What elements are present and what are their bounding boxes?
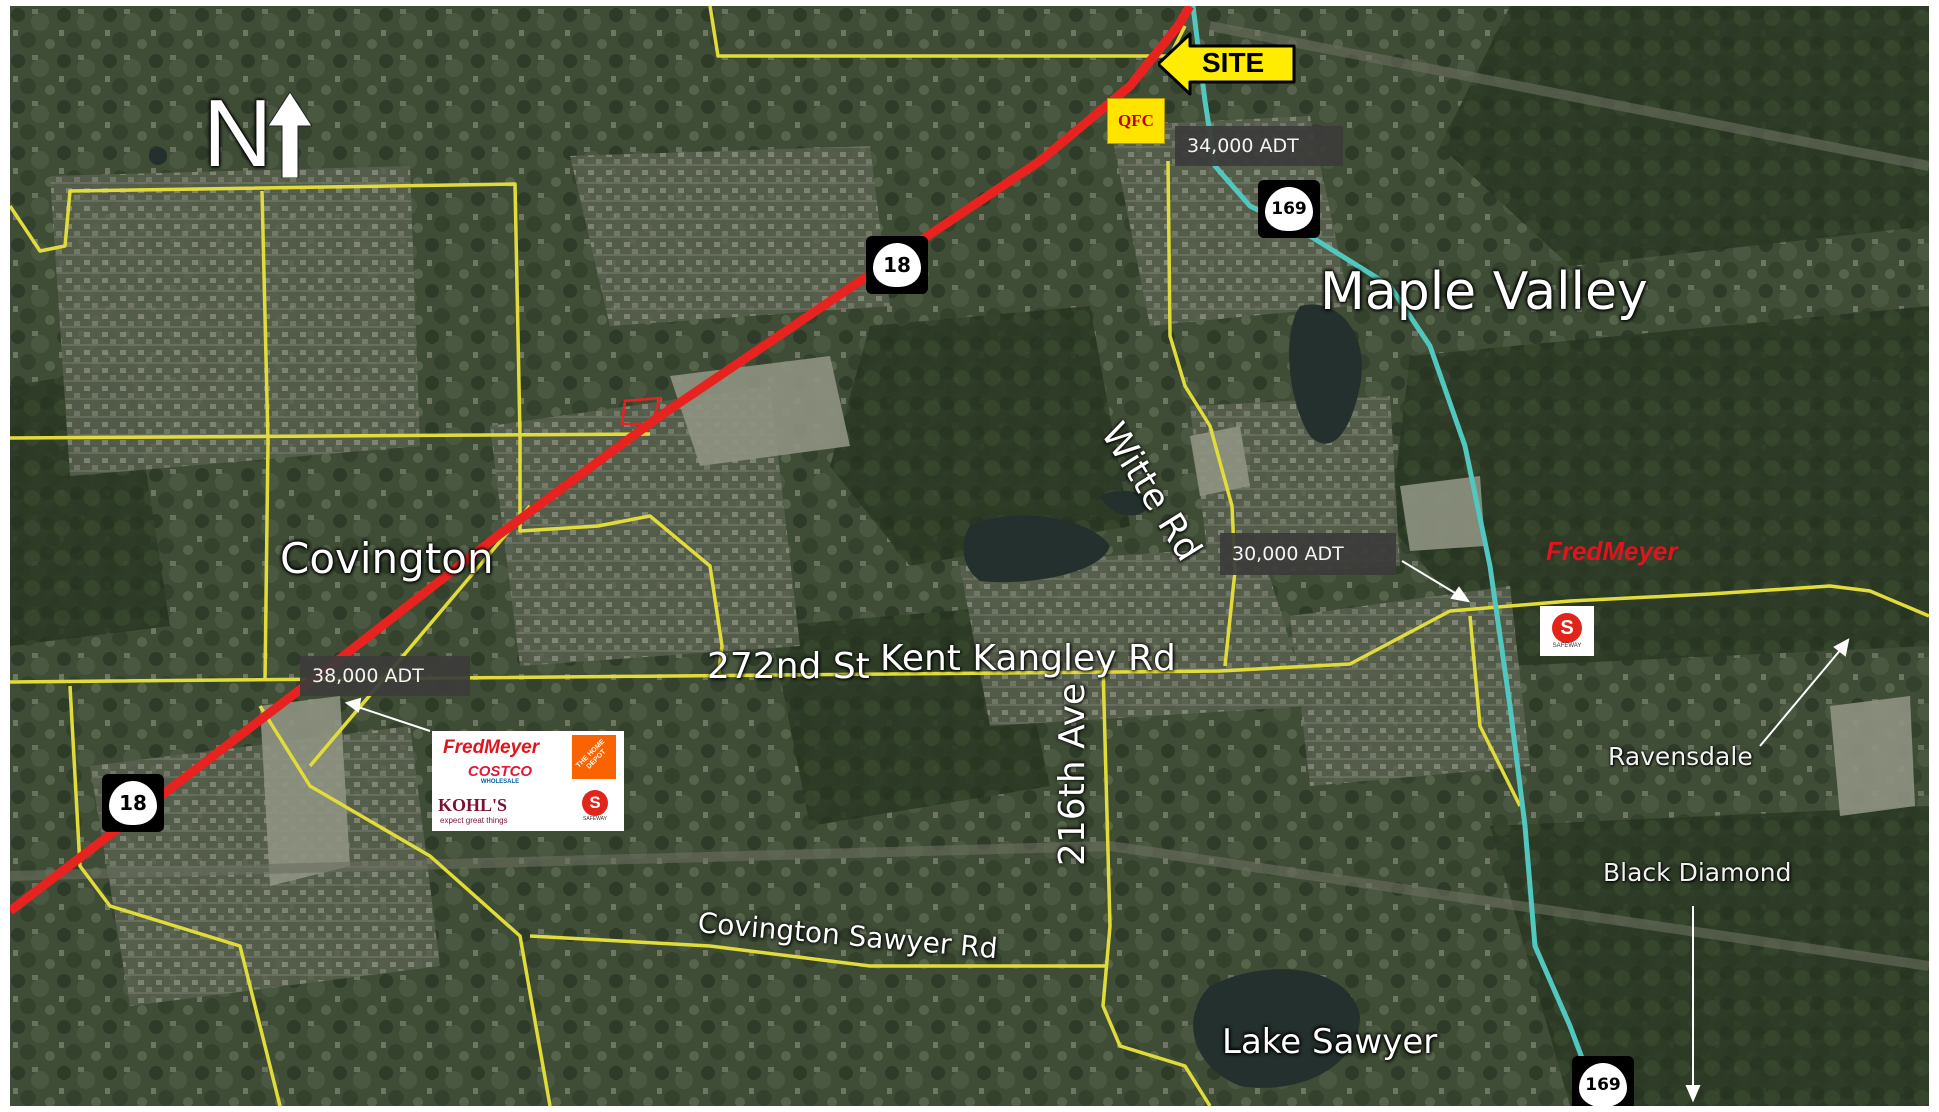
- traffic-count-30000: 30,000 ADT: [1220, 533, 1396, 575]
- safeway-logo-east: S SAFEWAY: [1540, 606, 1594, 656]
- costco-sub-label: WHOLESALE: [480, 779, 520, 785]
- north-label: N: [203, 80, 273, 187]
- site-arrow-icon: [1158, 32, 1296, 96]
- safeway-west-label: SAFEWAY: [583, 816, 607, 822]
- sr169-shield-bottom: 169: [1572, 1056, 1634, 1106]
- pointer-arrows: [344, 560, 1850, 1103]
- road-216th-ave: 216th Ave: [1052, 682, 1093, 866]
- aerial-map: N SITE QFC 34,000 ADT 30,000 ADT 38,000 …: [10, 6, 1929, 1106]
- fredmeyer-east-label: FredMeyer: [1546, 536, 1678, 566]
- sr169-shield-top-number: 169: [1265, 187, 1313, 231]
- fredmeyer-label: FredMeyer: [443, 737, 540, 758]
- qfc-label: QFC: [1118, 111, 1154, 130]
- north-arrow-icon: [268, 92, 312, 178]
- home-depot-logo: THE HOME DEPOT: [572, 735, 616, 779]
- costco-logo: COSTCO WHOLESALE: [458, 763, 542, 785]
- sr18-shield-bottom: 18: [102, 774, 164, 832]
- sr18-shield-top: 18: [866, 236, 928, 294]
- map-base: [10, 6, 1929, 1106]
- place-covington: Covington: [280, 534, 494, 583]
- place-maple-valley: Maple Valley: [1320, 262, 1648, 322]
- traffic-count-38000: 38,000 ADT: [300, 656, 470, 696]
- corridors: [10, 21, 1929, 971]
- local-roads: [10, 6, 1929, 1106]
- traffic-count-34000: 34,000 ADT: [1175, 126, 1343, 166]
- sr169-shield-bottom-number: 169: [1579, 1063, 1627, 1106]
- site-label: SITE: [1202, 47, 1265, 78]
- kohls-sub-label: expect great things: [440, 816, 508, 825]
- kohls-label: KOHL'S: [438, 795, 508, 815]
- home-depot-label: THE HOME DEPOT: [575, 738, 608, 771]
- sr169-shield-top: 169: [1258, 180, 1320, 238]
- road-272nd-st: 272nd St: [707, 646, 870, 687]
- safeway-east-s-icon: S: [1552, 613, 1582, 643]
- retailers-box: FredMeyer COSTCO WHOLESALE KOHL'S expect…: [432, 731, 624, 831]
- costco-label: COSTCO: [467, 763, 533, 780]
- site-marker: SITE: [1158, 32, 1298, 96]
- safeway-logo-west: S SAFEWAY: [575, 785, 615, 827]
- highway-18-line: [10, 6, 1194, 915]
- sr18-shield-top-number: 18: [873, 243, 921, 287]
- safeway-west-s-icon: S: [582, 790, 608, 816]
- place-ravensdale: Ravensdale: [1608, 742, 1753, 771]
- qfc-logo: QFC: [1107, 98, 1165, 144]
- road-kent-kangley-rd: Kent Kangley Rd: [880, 638, 1176, 679]
- sr18-shield-bottom-number: 18: [109, 781, 157, 825]
- safeway-east-label: SAFEWAY: [1552, 643, 1582, 649]
- highway-169-line: [1190, 6, 1603, 1106]
- place-lake-sawyer: Lake Sawyer: [1222, 1022, 1438, 1062]
- lakes: [149, 147, 1362, 1088]
- place-black-diamond: Black Diamond: [1603, 858, 1792, 887]
